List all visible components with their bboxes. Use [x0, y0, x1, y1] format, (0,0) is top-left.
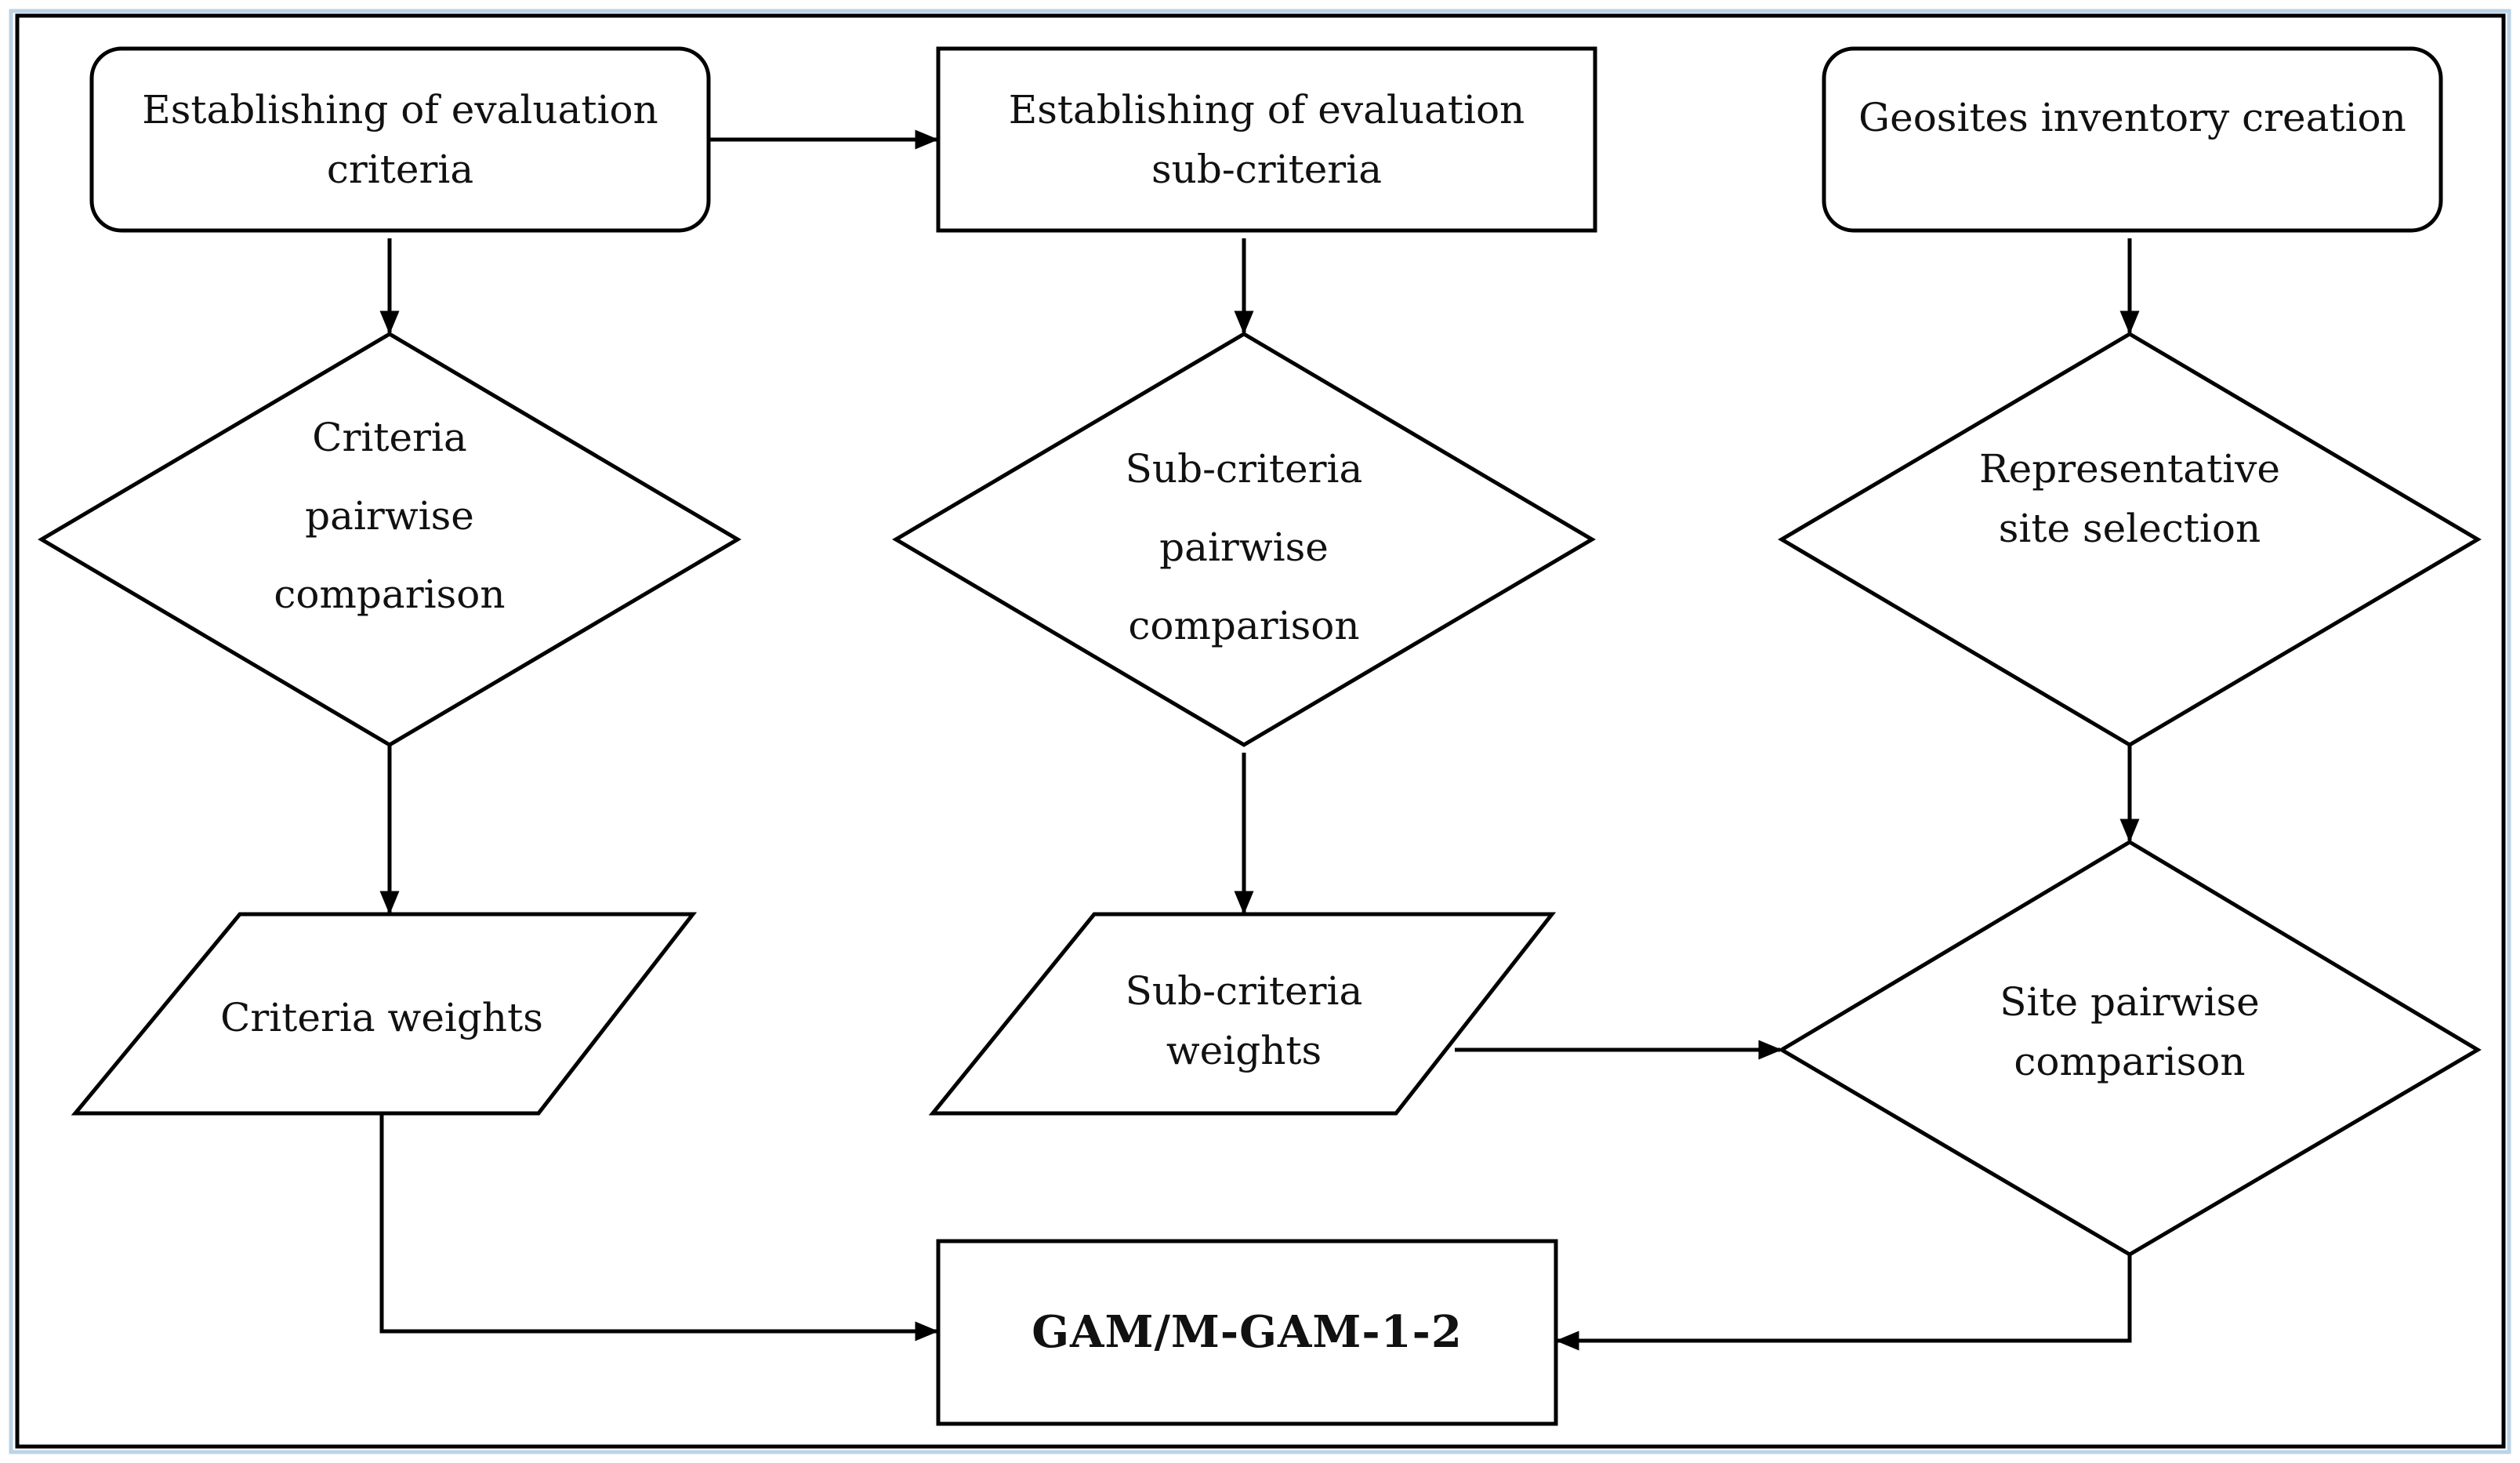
- geosites-inventory-box: [1822, 46, 2443, 233]
- criteria-pairwise-label: Criteria pairwise comparison: [274, 415, 505, 617]
- outer-frame: [15, 13, 2506, 1449]
- arrow-site-pairwise-to-gam: [1555, 1254, 2132, 1351]
- evaluation-subcriteria-label: Establishing of evaluation sub-criteria: [1008, 87, 1525, 192]
- evaluation-subcriteria-box: [936, 46, 1597, 233]
- subcriteria-weights-label: Sub-criteria weights: [1125, 968, 1363, 1073]
- gam-label: GAM/M-GAM-1-2: [1032, 1306, 1463, 1359]
- representative-site-label: Representative site selection: [1978, 446, 2280, 551]
- gam-box: [936, 1239, 1558, 1426]
- site-pairwise-label: Site pairwise comparison: [2000, 979, 2260, 1084]
- criteria-weights-parallelogram: [71, 912, 698, 1116]
- geosites-inventory-label: Geosites inventory creation: [1858, 95, 2406, 140]
- subcriteria-pairwise-label: Sub-criteria pairwise comparison: [1125, 446, 1363, 648]
- subcriteria-pairwise-diamond: [892, 332, 1596, 747]
- evaluation-criteria-label: Establishing of evaluation criteria: [142, 87, 658, 192]
- arrow-weights-to-gam: [379, 1113, 939, 1341]
- outer-frame-glow: [9, 9, 2511, 1454]
- criteria-weights-label: Criteria weights: [220, 995, 543, 1040]
- subcriteria-weights-parallelogram: [928, 912, 1557, 1116]
